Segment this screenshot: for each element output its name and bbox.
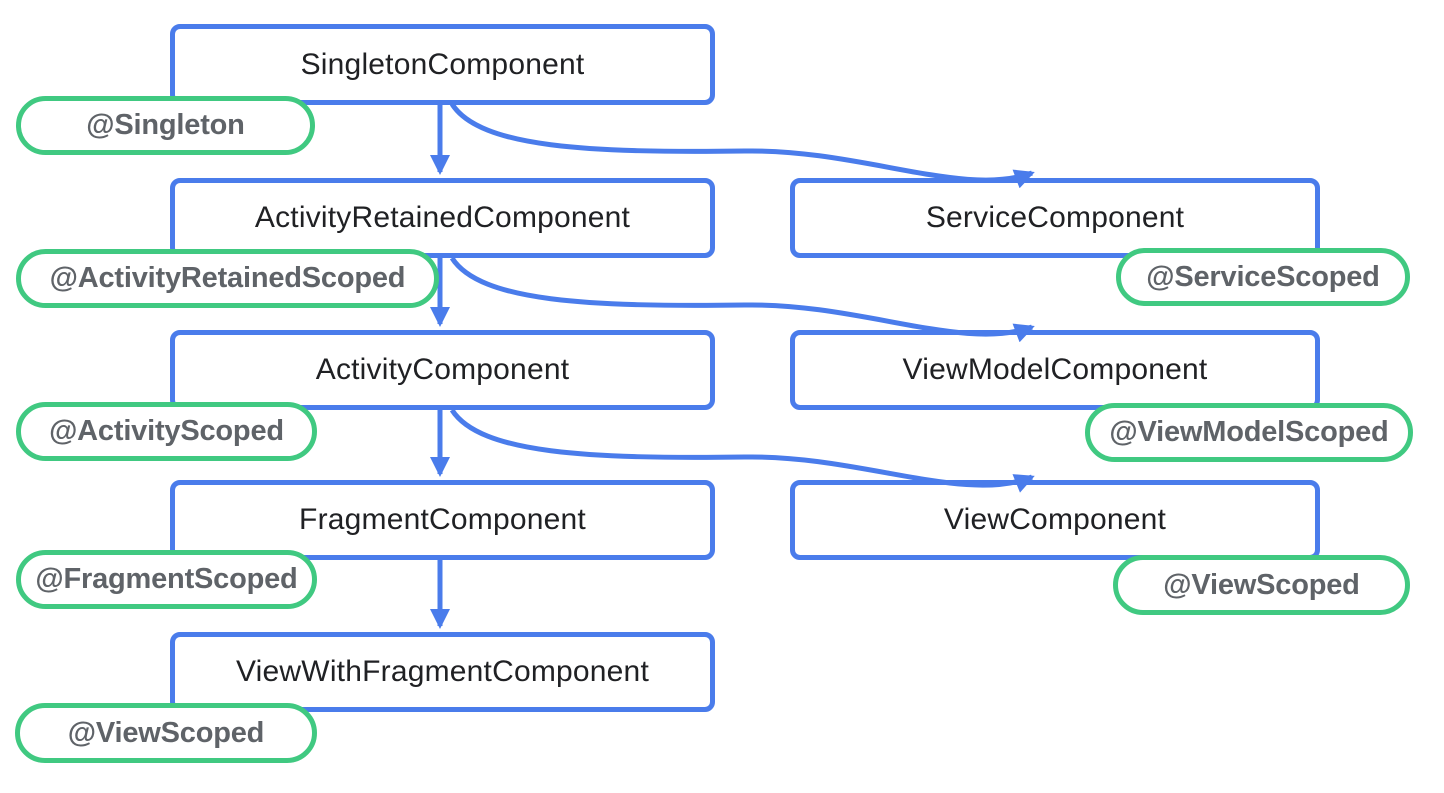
node-singleton-component: SingletonComponent	[170, 24, 715, 105]
badge-singleton-scope: @Singleton	[16, 96, 315, 155]
badge-view-with-fragment-scope: @ViewScoped	[15, 703, 317, 763]
node-activity-component: ActivityComponent	[170, 330, 715, 410]
node-view-with-fragment-component: ViewWithFragmentComponent	[170, 632, 715, 712]
badge-view-model-scope: @ViewModelScoped	[1085, 403, 1413, 462]
badge-fragment-scope: @FragmentScoped	[16, 550, 317, 609]
node-view-model-component: ViewModelComponent	[790, 330, 1320, 410]
arrow-singleton-to-service	[449, 102, 1035, 189]
node-activity-retained-component: ActivityRetainedComponent	[170, 178, 715, 258]
badge-service-scope: @ServiceScoped	[1116, 248, 1410, 306]
node-service-component: ServiceComponent	[790, 178, 1320, 258]
arrow-activity-to-view	[449, 408, 1035, 493]
arrow-activity-retained-to-view-model	[449, 256, 1035, 343]
badge-view-scope: @ViewScoped	[1113, 555, 1410, 615]
badge-activity-retained-scope: @ActivityRetainedScoped	[16, 249, 439, 308]
node-view-component: ViewComponent	[790, 480, 1320, 560]
node-fragment-component: FragmentComponent	[170, 480, 715, 560]
badge-activity-scope: @ActivityScoped	[16, 402, 317, 461]
